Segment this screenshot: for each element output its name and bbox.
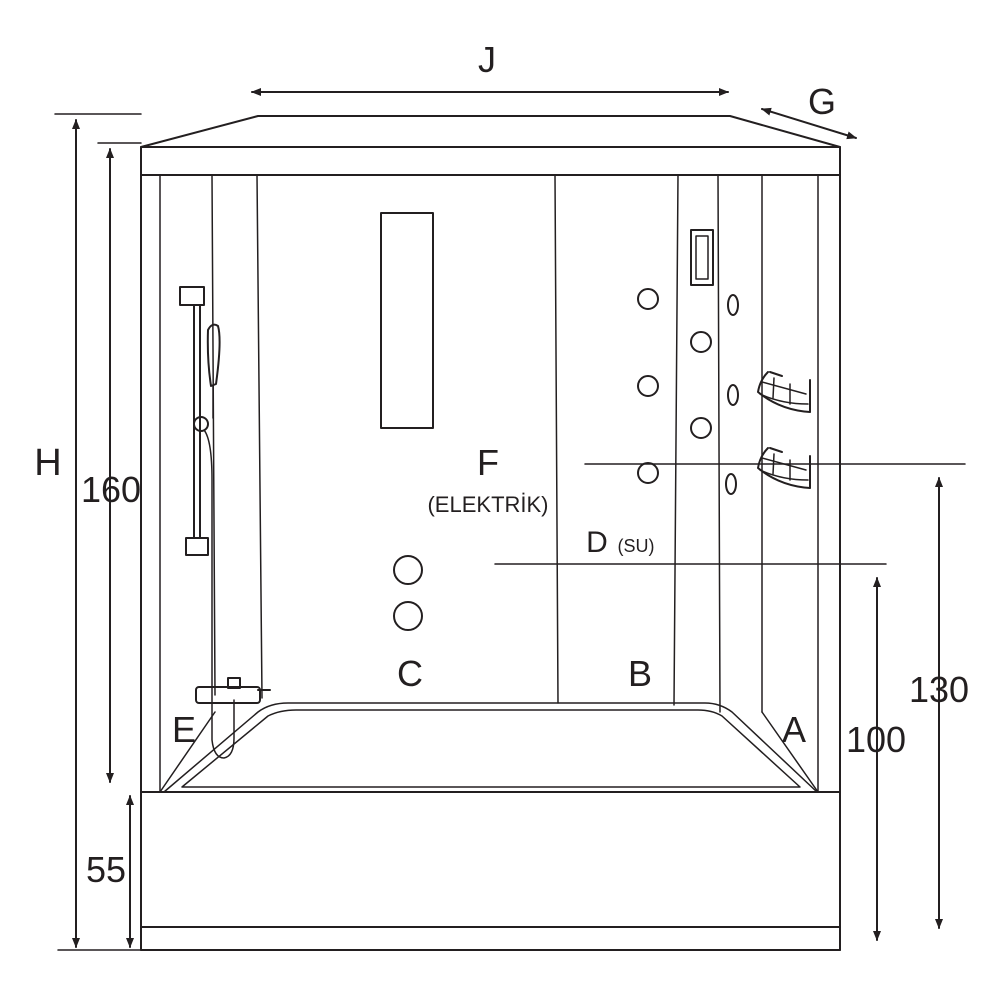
water-point-note: (SU) <box>618 536 655 556</box>
hand-shower <box>193 323 235 759</box>
body-jet <box>637 288 659 310</box>
body-jet <box>690 417 712 439</box>
back-jets <box>393 555 423 631</box>
height-label: H <box>34 442 61 484</box>
bath-mixer <box>195 677 271 704</box>
inner-height-label: 160 <box>81 469 141 510</box>
electric-point-note: (ELEKTRİK) <box>427 492 548 517</box>
side-jets <box>725 294 739 495</box>
water-height-label: 100 <box>846 719 906 760</box>
cabin-frame <box>140 174 841 951</box>
inner-height-dimension <box>97 142 142 783</box>
back-jet <box>393 601 423 631</box>
cabin-top <box>140 115 841 176</box>
depth-dimension <box>761 107 857 140</box>
base-height-label: 55 <box>86 849 126 890</box>
shelf-letter: A <box>782 709 806 750</box>
corner-shelf-upper <box>757 371 811 413</box>
height-dimension <box>54 113 142 951</box>
electric-height-label: 130 <box>909 669 969 710</box>
mirror-panel <box>380 212 434 429</box>
water-point-letter: D <box>586 526 608 559</box>
body-jet <box>690 331 712 353</box>
depth-label: G <box>808 81 836 122</box>
width-label: J <box>478 39 496 80</box>
electric-point-letter: F <box>477 442 499 483</box>
control-panel <box>690 229 714 286</box>
body-jet <box>637 375 659 397</box>
body-jet <box>637 462 659 484</box>
body-jets <box>637 288 712 484</box>
back-jets-letter: C <box>397 653 423 694</box>
body-jets-letter: B <box>628 653 652 694</box>
corner-shelf-lower <box>757 447 811 489</box>
mixer-letter: E <box>172 709 196 750</box>
side-wall-lines <box>159 174 819 793</box>
bathtub <box>140 702 841 951</box>
back-jet <box>393 555 423 585</box>
